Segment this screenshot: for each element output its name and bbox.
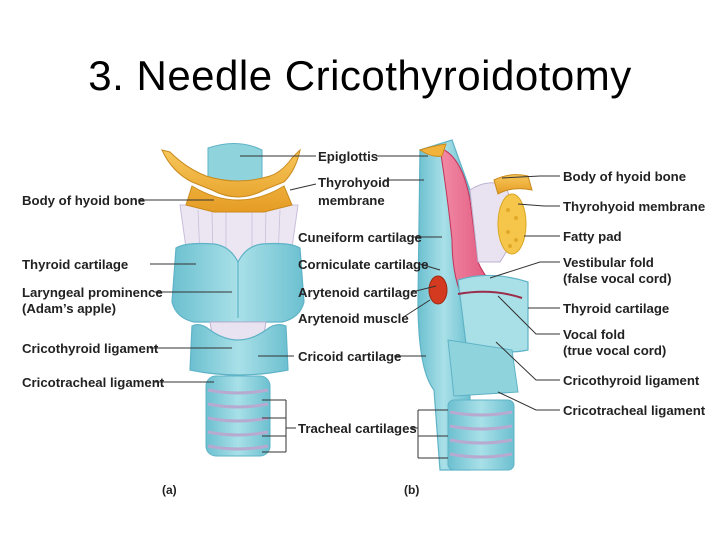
label-body-of-hyoid-a: Body of hyoid bone xyxy=(22,193,145,208)
label-body-of-hyoid-b: Body of hyoid bone xyxy=(563,169,686,184)
thyroid-cartilage-b xyxy=(458,275,528,352)
trachea-a xyxy=(206,376,270,456)
label-thyrohyoid-2: membrane xyxy=(318,193,385,208)
anterior-larynx xyxy=(162,143,304,456)
label-arytenoid-muscle: Arytenoid muscle xyxy=(298,311,409,326)
sagittal-larynx xyxy=(418,140,532,470)
label-cricothyroid-ligament-b: Cricothyroid ligament xyxy=(563,373,700,388)
label-thyrohyoid-membrane-b: Thyrohyoid membrane xyxy=(563,199,705,214)
label-adams-apple: (Adam’s apple) xyxy=(22,301,116,316)
label-corniculate: Corniculate cartilage xyxy=(298,257,428,272)
label-false-vocal-cord: (false vocal cord) xyxy=(563,271,671,286)
label-thyroid-cartilage-b: Thyroid cartilage xyxy=(563,301,669,316)
label-true-vocal-cord: (true vocal cord) xyxy=(563,343,666,358)
label-epiglottis: Epiglottis xyxy=(318,149,378,164)
label-tracheal-cartilages: Tracheal cartilages xyxy=(298,421,417,436)
label-vestibular-fold: Vestibular fold xyxy=(563,255,654,270)
panel-b-tag: (b) xyxy=(404,483,419,497)
label-fatty-pad: Fatty pad xyxy=(563,229,622,244)
trachea-b xyxy=(448,400,514,470)
label-arytenoid-cartilage: Arytenoid cartilage xyxy=(298,285,417,300)
label-cricothyroid-ligament-a: Cricothyroid ligament xyxy=(22,341,159,356)
label-cricoid-cartilage: Cricoid cartilage xyxy=(298,349,401,364)
arytenoid-muscle-b xyxy=(429,276,447,304)
fatty-pad-b xyxy=(498,194,526,254)
panel-a-tag: (a) xyxy=(162,483,177,497)
label-thyrohyoid-1: Thyrohyoid xyxy=(318,175,390,190)
label-thyroid-cartilage-a: Thyroid cartilage xyxy=(22,257,128,272)
label-vocal-fold: Vocal fold xyxy=(563,327,625,342)
label-cricotracheal-ligament-a: Cricotracheal ligament xyxy=(22,375,165,390)
label-laryngeal-prominence: Laryngeal prominence xyxy=(22,285,163,300)
label-cricotracheal-ligament-b: Cricotracheal ligament xyxy=(563,403,706,418)
label-cuneiform: Cuneiform cartilage xyxy=(298,230,422,245)
